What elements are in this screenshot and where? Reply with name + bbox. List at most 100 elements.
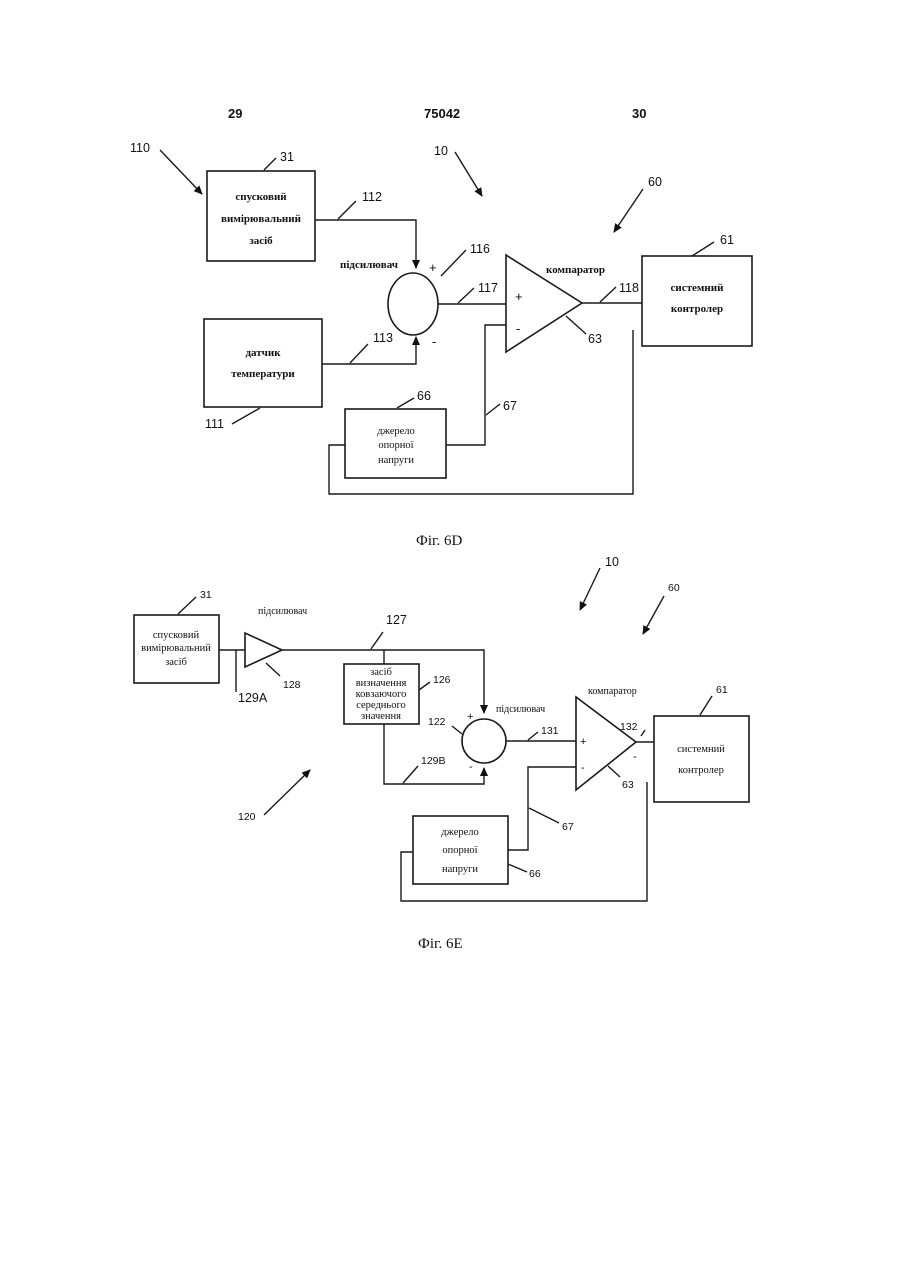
mavg-line-1: засіб	[370, 667, 392, 678]
pointer-arrow-110	[160, 150, 202, 194]
refbox-line-1: джерело	[377, 426, 415, 437]
leader-111	[232, 408, 260, 424]
mavg-line-3: ковзаючого	[356, 689, 407, 700]
ref-60-e: 60	[668, 582, 680, 594]
ref-10-e: 10	[605, 555, 619, 569]
page-header: 29 75042 30	[228, 106, 646, 121]
pointer-arrow-10-e	[580, 568, 600, 610]
feedback-loop-wire	[329, 330, 633, 494]
ref-113: 113	[373, 331, 393, 345]
mavg-line-5: значення	[361, 711, 401, 722]
trigger-e-line-3: засіб	[165, 657, 187, 668]
leader-113	[350, 344, 368, 363]
ref-66-e: 66	[529, 868, 541, 880]
leader-63	[566, 316, 586, 334]
leader-31	[264, 158, 276, 170]
ref-128: 128	[283, 679, 301, 691]
wire-67	[446, 325, 506, 445]
ref-31: 31	[280, 150, 294, 164]
controller-e-line-1: системний	[677, 744, 725, 755]
ref-126: 126	[433, 674, 451, 686]
leader-61	[692, 242, 714, 256]
leader-132	[641, 730, 645, 736]
leader-66-e	[508, 864, 527, 872]
figure-6e-caption: Фіг. 6E	[418, 936, 463, 952]
comparator-label-e: компаратор	[588, 686, 637, 697]
ref-61: 61	[720, 233, 734, 247]
ref-63: 63	[588, 332, 602, 346]
temperature-sensor-box	[204, 319, 322, 407]
ref-112: 112	[362, 190, 382, 204]
ref-31-e: 31	[200, 589, 212, 601]
preamp-label: підсилювач	[258, 606, 307, 617]
ref-118: 118	[619, 281, 639, 295]
feedback-loop-wire-e	[401, 782, 647, 901]
leader-131	[528, 732, 538, 740]
comparator-minus-sign-e: -	[581, 762, 585, 774]
ref-117: 117	[478, 281, 498, 295]
ref-129b: 129В	[421, 755, 446, 767]
patent-number: 75042	[424, 106, 460, 121]
leader-117	[458, 288, 474, 303]
amplifier-summing-node-e	[462, 719, 506, 763]
wire-67-e	[508, 767, 576, 850]
amplifier-plus-sign-e: +	[467, 711, 473, 723]
amplifier-label-e: підсилювач	[496, 704, 545, 715]
comparator-plus-sign-e: +	[580, 736, 586, 748]
system-controller-box	[642, 256, 752, 346]
wire-113	[322, 337, 416, 364]
ref-131: 131	[541, 725, 559, 737]
amplifier-minus-sign: -	[432, 334, 436, 349]
temp-box-line-1: датчик	[245, 347, 281, 359]
controller-line-1: системний	[671, 282, 725, 294]
comparator-minus-sign: -	[516, 321, 520, 336]
ref-120: 120	[238, 811, 256, 823]
ref-61-e: 61	[716, 684, 728, 696]
figure-6d: 110 10 60 спусковий вимірювальний засіб …	[130, 141, 752, 549]
figure-6d-caption: Фіг. 6D	[416, 533, 462, 549]
amplifier-minus-sign-e: -	[469, 761, 473, 773]
temp-box-line-2: температури	[231, 368, 295, 380]
leader-118	[600, 287, 616, 302]
ref-116: 116	[470, 242, 490, 256]
leader-67	[486, 404, 500, 415]
leader-112	[338, 201, 356, 219]
controller-e-line-2: контролер	[678, 765, 724, 776]
amplifier-summing-node	[388, 273, 438, 335]
leader-128	[266, 663, 280, 676]
wire-129b	[384, 724, 484, 784]
figure-6e: 10 60 спусковий вимірювальний засіб 31 1…	[134, 555, 749, 952]
ref-67-e: 67	[562, 821, 574, 833]
leader-67-e	[529, 808, 559, 823]
amplifier-plus-sign: +	[429, 260, 437, 275]
trigger-box-line-1: спусковий	[235, 191, 287, 203]
comparator-plus-sign: +	[515, 289, 523, 304]
ref-111: 111	[205, 417, 224, 431]
pointer-arrow-60	[614, 189, 643, 232]
ref-127: 127	[386, 613, 407, 627]
ref-63-e: 63	[622, 779, 634, 791]
refbox-line-3: напруги	[378, 455, 414, 466]
ref-129a: 129А	[238, 691, 268, 705]
leader-66	[397, 398, 414, 408]
page-number-right: 30	[632, 106, 646, 121]
ref-10: 10	[434, 144, 448, 158]
pointer-arrow-120	[264, 770, 310, 815]
leader-127	[371, 632, 383, 649]
leader-63-e	[608, 766, 620, 777]
ref-60: 60	[648, 175, 662, 189]
page-number-left: 29	[228, 106, 242, 121]
leader-129b	[403, 766, 418, 783]
ref-67: 67	[503, 399, 517, 413]
output-minus-sign-e: -	[633, 751, 637, 763]
ref-132: 132	[620, 721, 638, 733]
trigger-box-line-3: засіб	[249, 235, 273, 247]
ref-110: 110	[130, 141, 150, 155]
leader-116	[441, 250, 466, 276]
leader-126	[419, 682, 430, 690]
leader-31-e	[178, 597, 196, 614]
refbox-e-line-2: опорної	[442, 845, 477, 856]
refbox-line-2: опорної	[378, 440, 413, 451]
refbox-e-line-1: джерело	[441, 827, 479, 838]
leader-61-e	[700, 696, 712, 715]
